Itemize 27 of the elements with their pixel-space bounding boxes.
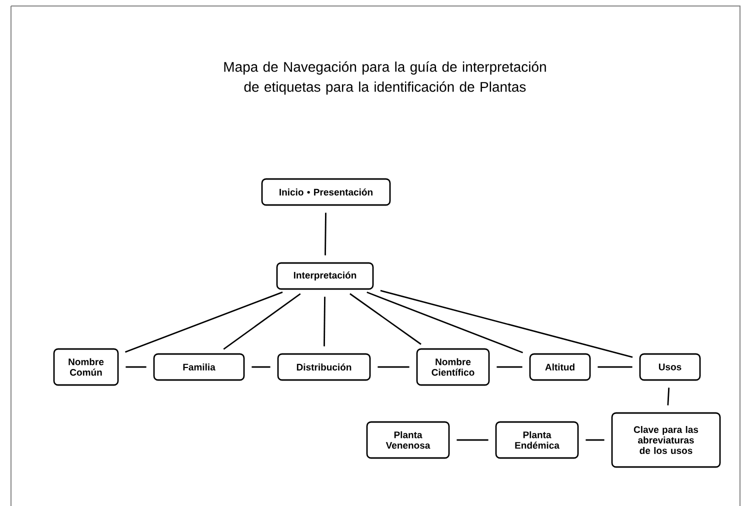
connector-line (350, 293, 422, 345)
connector-line (496, 366, 522, 368)
menu-box: Clave para las abreviaturas de los usos (611, 412, 721, 468)
menu-box: Nombre Científico (416, 348, 490, 386)
menu-box: Altitud (529, 353, 591, 381)
connector-line (324, 296, 326, 346)
connector-line (378, 366, 410, 368)
connector-line (223, 293, 301, 350)
connector-line (125, 292, 283, 353)
connector-line (586, 439, 604, 441)
connector-line (324, 212, 326, 256)
connector-line (380, 290, 633, 358)
connector-line (456, 439, 488, 441)
menu-box: Distribución (277, 353, 371, 381)
connector-line (366, 292, 524, 354)
menu-box: Planta Endémica (495, 421, 579, 459)
menu-box: Planta Venenosa (366, 421, 450, 459)
connector-line (252, 366, 270, 368)
menu-box: Usos (639, 353, 701, 381)
connector-line (598, 366, 632, 368)
menu-box: Interpretación (276, 262, 374, 290)
title: Mapa de Navegación para la guía de interpretación de etiquetas para la identificación de Plantas (224, 61, 546, 95)
menu-box: Inicio • Presentación (261, 178, 391, 206)
connector-line (126, 366, 146, 368)
menu-box: Nombre Común (53, 348, 119, 386)
connector-line (667, 388, 670, 406)
menu-box: Familia (153, 353, 245, 381)
